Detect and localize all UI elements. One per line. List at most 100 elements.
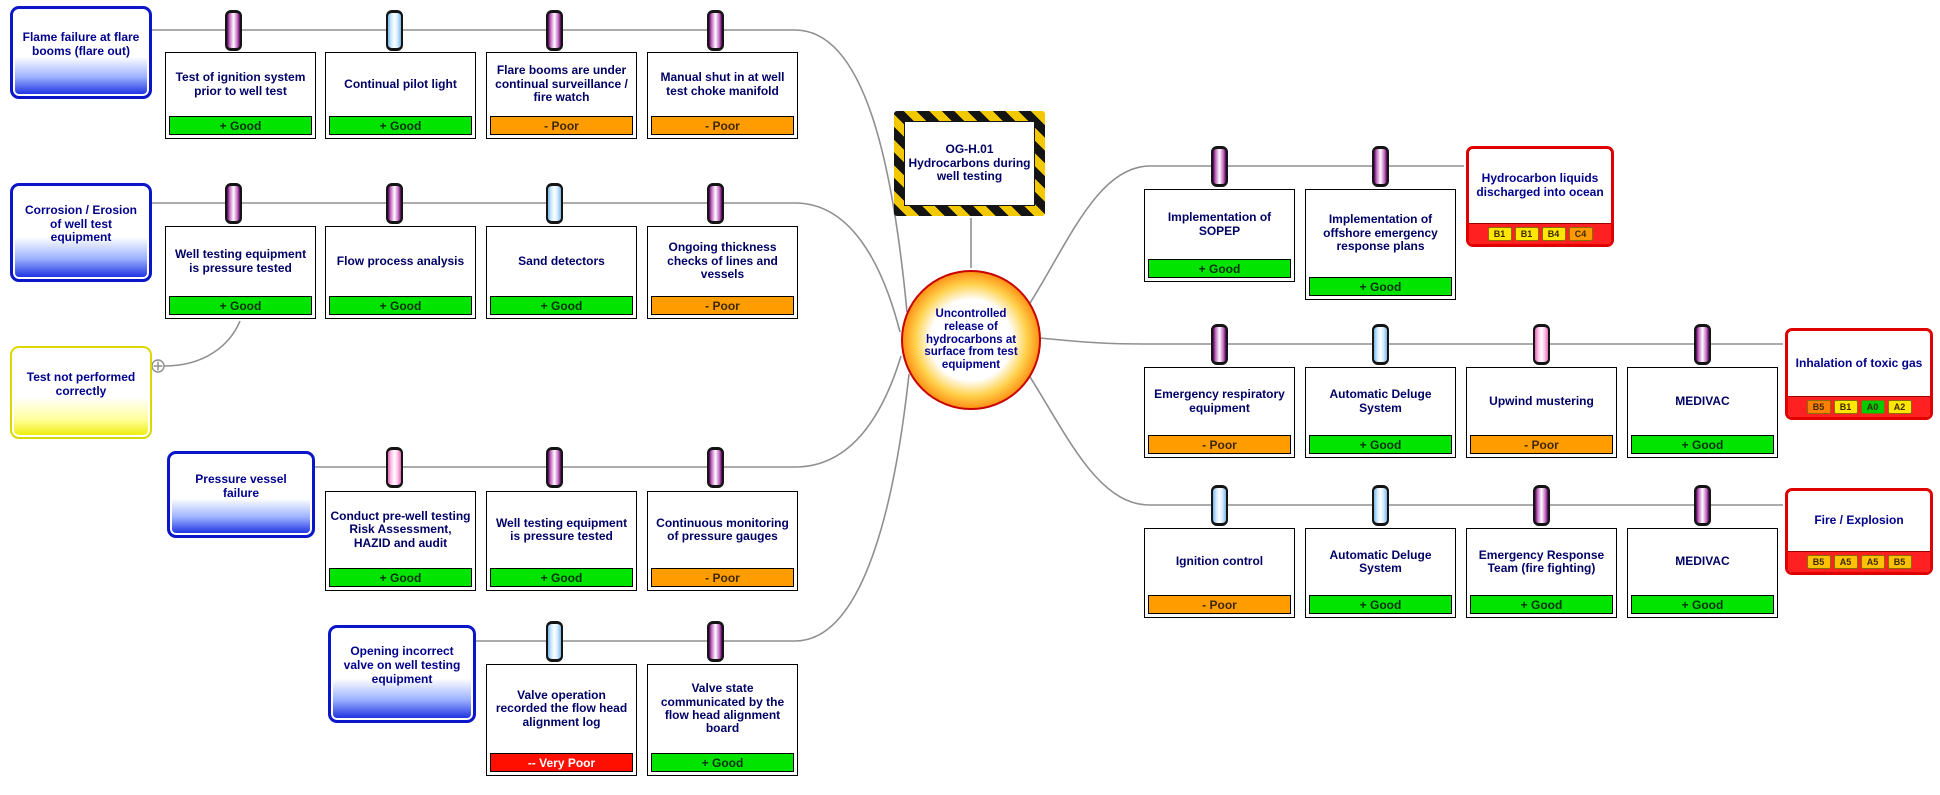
consequence-box-fire-explosion[interactable]: Fire / Explosion B5 A5 A5 B5 (1785, 488, 1933, 575)
barrier-label: MEDIVAC (1675, 554, 1730, 569)
escalation-factor-box[interactable]: Test not performed correctly (10, 346, 152, 439)
threat-label: Corrosion / Erosion of well test equipme… (24, 202, 137, 245)
consequence-label: Hydrocarbon liquids discharged into ocea… (1476, 171, 1604, 199)
barrier-label: Continuous monitoring of pressure gauges (656, 515, 789, 543)
risk-chip: B4 (1541, 227, 1566, 241)
hazard-box[interactable]: OG-H.01 Hydrocarbons during well testing (894, 111, 1045, 216)
barrier-box[interactable]: Manual shut in at well test choke manifo… (647, 52, 798, 139)
barrier-icon[interactable] (1694, 485, 1711, 526)
barrier-icon[interactable] (225, 183, 242, 224)
barrier-box[interactable]: Well testing equipment is pressure teste… (486, 491, 637, 591)
barrier-icon[interactable] (386, 183, 403, 224)
barrier-icon[interactable] (707, 447, 724, 488)
barrier-status: + Good (1309, 595, 1452, 614)
barrier-box[interactable]: Upwind mustering - Poor (1466, 367, 1617, 458)
barrier-box[interactable]: Implementation of SOPEP + Good (1144, 189, 1295, 282)
risk-chip: B5 (1806, 555, 1831, 569)
risk-chip: B5 (1806, 400, 1831, 414)
barrier-icon[interactable] (1694, 324, 1711, 365)
barrier-icon[interactable] (1211, 485, 1228, 526)
barrier-icon[interactable] (1372, 146, 1389, 187)
risk-chip: B1 (1487, 227, 1512, 241)
barrier-icon[interactable] (1372, 485, 1389, 526)
barrier-label: Valve operation recorded the flow head a… (495, 687, 628, 729)
threat-box-incorrect-valve[interactable]: Opening incorrect valve on well testing … (328, 625, 476, 723)
barrier-icon[interactable] (546, 10, 563, 51)
barrier-box[interactable]: Emergency respiratory equipment - Poor (1144, 367, 1295, 458)
risk-chip: A0 (1860, 400, 1885, 414)
barrier-icon[interactable] (546, 183, 563, 224)
top-event-circle[interactable]: Uncontrolled release of hydrocarbons at … (901, 270, 1041, 410)
barrier-label: Conduct pre-well testing Risk Assessment… (330, 508, 471, 550)
consequence-label: Inhalation of toxic gas (1795, 355, 1923, 370)
consequence-box-toxic-gas[interactable]: Inhalation of toxic gas B5 B1 A0 A2 (1785, 328, 1933, 420)
barrier-status: - Poor (1470, 435, 1613, 454)
barrier-icon[interactable] (707, 621, 724, 662)
threat-line-2 (150, 202, 901, 333)
barrier-label: Manual shut in at well test choke manifo… (660, 70, 785, 98)
barrier-box[interactable]: Sand detectors + Good (486, 226, 637, 319)
risk-rating-strip: B5 A5 A5 B5 (1788, 551, 1930, 572)
barrier-status: + Good (329, 568, 472, 587)
barrier-status: + Good (329, 296, 472, 315)
barrier-box[interactable]: Continual pilot light + Good (325, 52, 476, 139)
barrier-box[interactable]: Automatic Deluge System + Good (1305, 367, 1456, 458)
barrier-box[interactable]: Conduct pre-well testing Risk Assessment… (325, 491, 476, 591)
barrier-label: Implementation of offshore emergency res… (1323, 212, 1438, 254)
barrier-box[interactable]: MEDIVAC + Good (1627, 528, 1778, 618)
consequence-line-3 (1029, 376, 1783, 506)
barrier-icon[interactable] (1372, 324, 1389, 365)
barrier-box[interactable]: Ignition control - Poor (1144, 528, 1295, 618)
barrier-icon[interactable] (1211, 324, 1228, 365)
barrier-box[interactable]: Emergency Response Team (fire fighting) … (1466, 528, 1617, 618)
barrier-box[interactable]: Valve state communicated by the flow hea… (647, 664, 798, 776)
barrier-box[interactable]: Continuous monitoring of pressure gauges… (647, 491, 798, 591)
escalation-junction-icon (151, 359, 165, 373)
barrier-status: + Good (1148, 259, 1291, 278)
barrier-icon[interactable] (1211, 146, 1228, 187)
barrier-box[interactable]: Well testing equipment is pressure teste… (165, 226, 316, 319)
barrier-label: Well testing equipment is pressure teste… (174, 247, 307, 275)
barrier-icon[interactable] (386, 10, 403, 51)
barrier-box[interactable]: MEDIVAC + Good (1627, 367, 1778, 458)
barrier-icon[interactable] (225, 10, 242, 51)
barrier-label: Emergency respiratory equipment (1154, 387, 1285, 415)
threat-label: Flame failure at flare booms (flare out) (22, 29, 140, 58)
risk-chip: A5 (1860, 555, 1885, 569)
barrier-icon[interactable] (707, 183, 724, 224)
threat-box-corrosion-erosion[interactable]: Corrosion / Erosion of well test equipme… (10, 183, 152, 282)
barrier-box[interactable]: Flare booms are under continual surveill… (486, 52, 637, 139)
barrier-label: Sand detectors (518, 253, 605, 268)
barrier-box[interactable]: Ongoing thickness checks of lines and ve… (647, 226, 798, 319)
barrier-label: Valve state communicated by the flow hea… (660, 681, 785, 736)
threat-line-3 (313, 355, 902, 468)
barrier-icon[interactable] (1533, 324, 1550, 365)
barrier-status: + Good (490, 568, 633, 587)
barrier-label: Emergency Response Team (fire fighting) (1478, 547, 1605, 575)
risk-chip: B1 (1514, 227, 1539, 241)
consequence-line-2 (1039, 337, 1783, 345)
barrier-box[interactable]: Test of ignition system prior to well te… (165, 52, 316, 139)
top-event-label: Uncontrolled release of hydrocarbons at … (924, 307, 1018, 372)
barrier-status: + Good (1309, 435, 1452, 454)
consequence-line-1 (1029, 165, 1464, 304)
barrier-box[interactable]: Implementation of offshore emergency res… (1305, 189, 1456, 300)
barrier-icon[interactable] (1533, 485, 1550, 526)
escalation-factor-label: Test not performed correctly (26, 369, 136, 398)
barrier-box[interactable]: Automatic Deluge System + Good (1305, 528, 1456, 618)
barrier-icon[interactable] (546, 447, 563, 488)
threat-line-4 (474, 373, 910, 642)
barrier-box[interactable]: Flow process analysis + Good (325, 226, 476, 319)
barrier-icon[interactable] (386, 447, 403, 488)
consequence-box-ocean-discharge[interactable]: Hydrocarbon liquids discharged into ocea… (1466, 146, 1614, 247)
barrier-box[interactable]: Valve operation recorded the flow head a… (486, 664, 637, 776)
barrier-status: + Good (329, 116, 472, 135)
threat-box-flame-failure[interactable]: Flame failure at flare booms (flare out) (10, 6, 152, 99)
threat-box-pressure-vessel-failure[interactable]: Pressure vessel failure (167, 451, 315, 538)
barrier-label: Automatic Deluge System (1329, 547, 1432, 575)
barrier-icon[interactable] (546, 621, 563, 662)
barrier-icon[interactable] (707, 10, 724, 51)
risk-chip: A5 (1833, 555, 1858, 569)
